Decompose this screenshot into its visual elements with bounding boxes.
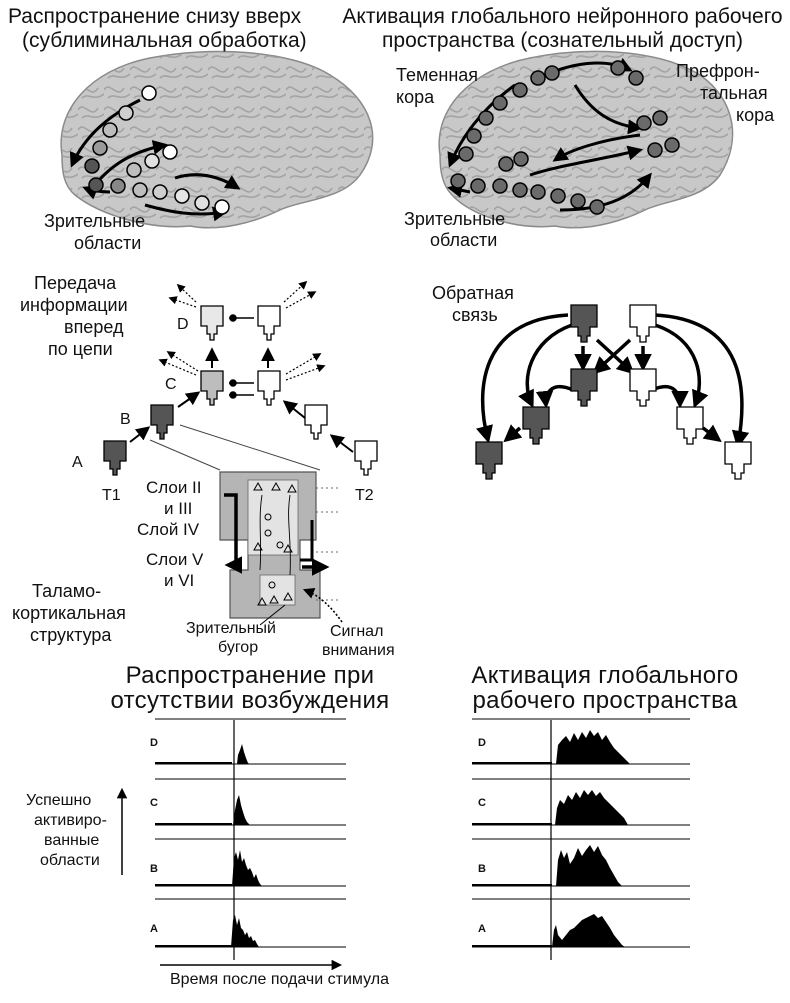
structure-line1: Таламо- — [32, 581, 102, 601]
feedback-label-line2: связь — [452, 305, 498, 325]
zoom-lines — [149, 424, 321, 471]
left-brain-nodes — [84, 85, 230, 215]
left-track-c: C — [150, 797, 158, 809]
thalamocortical-slab — [219, 471, 343, 626]
layers-23-line2: и III — [164, 499, 193, 518]
feedback-units — [475, 304, 752, 480]
left-brain-arrows — [69, 98, 241, 222]
feedforward-units — [103, 305, 378, 476]
dotted-outputs — [158, 280, 326, 381]
y-label-line2: активиро- — [34, 812, 107, 829]
layers-23-line1: Слои II — [146, 478, 202, 497]
right-title-line1: Активация глобального нейронного рабочег… — [342, 5, 783, 28]
prefrontal-line2: тальная — [700, 83, 768, 103]
layers-56-line1: Слои V — [146, 550, 204, 569]
left-traces — [155, 744, 262, 947]
thalamus-line2: бугор — [218, 639, 259, 656]
layers-56-line2: и VI — [164, 571, 195, 590]
level-a-label: A — [72, 454, 83, 471]
feedback-label-line1: Обратная — [432, 283, 514, 303]
structure-line3: структура — [30, 625, 112, 645]
right-brain-nodes — [450, 60, 680, 215]
feedforward-label-line4: по цепи — [48, 339, 113, 359]
prefrontal-line1: Префрон- — [676, 61, 760, 81]
bottom-right-title-line2: рабочего пространства — [472, 687, 738, 714]
feedforward-label-line3: вперед — [64, 317, 124, 337]
right-title-line2: пространства (сознательный доступ) — [382, 29, 743, 52]
right-visual-areas-line1: Зрительные — [404, 209, 506, 229]
bottom-left-title-line2: отсутствии возбуждения — [110, 687, 390, 714]
left-visual-areas-line1: Зрительные — [44, 211, 146, 231]
feedforward-label-line1: Передача — [34, 273, 117, 293]
level-b-label: B — [120, 411, 131, 428]
left-track-d: D — [150, 737, 158, 749]
t2-label: T2 — [355, 487, 374, 504]
feedback-arrows — [476, 313, 750, 449]
right-track-a: A — [478, 923, 486, 935]
parietal-line1: Теменная — [396, 65, 479, 85]
left-title-line2: (сублиминальная обработка) — [22, 29, 307, 52]
t1-label: T1 — [102, 487, 121, 504]
level-d-label: D — [177, 316, 189, 333]
y-label-line3: ванные — [44, 832, 100, 849]
left-visual-areas-line2: области — [74, 233, 142, 253]
axes-arrows — [116, 787, 343, 971]
left-trace-panel — [155, 718, 346, 960]
right-brain-illustration — [438, 50, 734, 229]
y-label-line4: области — [40, 852, 100, 869]
right-track-b: B — [478, 863, 486, 875]
attention-line2: внимания — [322, 642, 395, 659]
level-c-label: C — [165, 376, 177, 393]
thalamus-line1: Зрительный — [186, 620, 276, 637]
structure-line2: кортикальная — [12, 603, 126, 623]
x-axis-label: Время после подачи стимула — [170, 971, 389, 988]
right-visual-areas-line2: области — [430, 230, 498, 250]
left-title-line1: Распространение снизу вверх — [8, 5, 302, 28]
left-track-a: A — [150, 923, 158, 935]
lateral-inhibition — [229, 314, 254, 399]
right-track-d: D — [478, 737, 486, 749]
bottom-left-title-line1: Распространение при — [125, 662, 375, 689]
prefrontal-line3: кора — [736, 105, 775, 125]
y-label-line1: Успешно — [26, 792, 92, 809]
parietal-line2: кора — [396, 87, 435, 107]
bottom-right-title-line1: Активация глобального — [471, 662, 739, 689]
left-track-b: B — [150, 863, 158, 875]
feedforward-arrows — [129, 347, 354, 453]
layer-4-label: Слой IV — [137, 520, 200, 539]
right-track-c: C — [478, 797, 486, 809]
feedforward-label-line2: информации — [20, 295, 128, 315]
attention-line1: Сигнал — [330, 623, 384, 640]
right-traces — [472, 730, 630, 947]
